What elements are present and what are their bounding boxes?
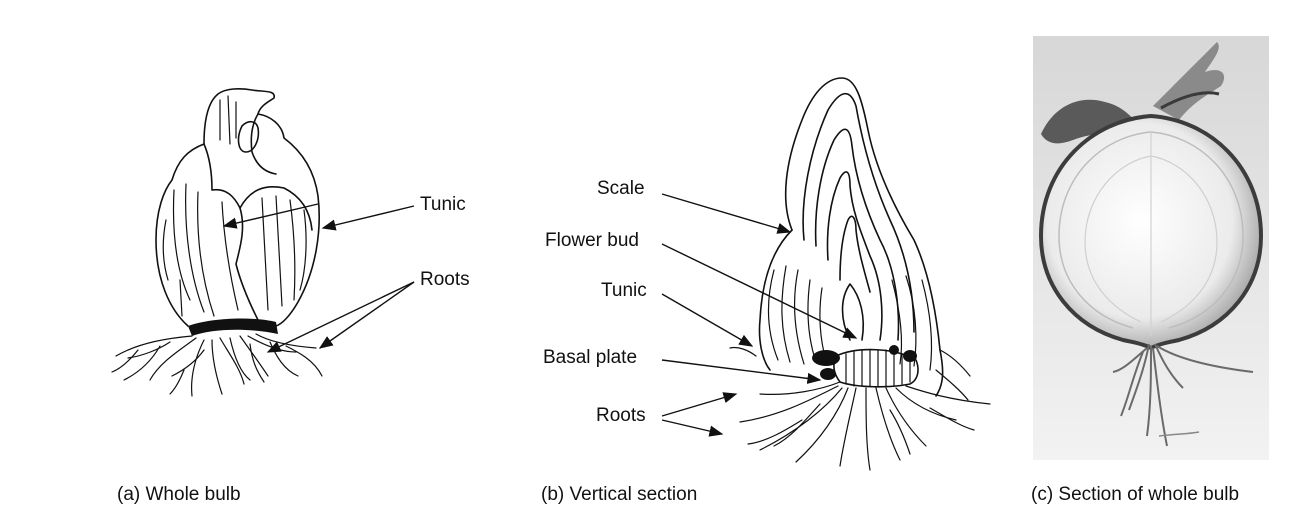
vertical-section-drawing (729, 77, 991, 471)
label-tunic-b: Tunic (601, 280, 647, 301)
label-tunic-a: Tunic (420, 194, 466, 215)
caption-whole-bulb: (a) Whole bulb (117, 484, 241, 505)
label-flower-bud: Flower bud (545, 230, 639, 251)
onion-section-photo (1033, 36, 1269, 460)
label-basal-plate: Basal plate (543, 347, 638, 368)
caption-section-whole-bulb: (c) Section of whole bulb (1031, 484, 1240, 505)
label-scale: Scale (597, 178, 645, 199)
caption-vertical-section: (b) Vertical section (541, 484, 698, 505)
label-roots-a: Roots (420, 269, 470, 290)
label-roots-b: Roots (596, 405, 646, 426)
